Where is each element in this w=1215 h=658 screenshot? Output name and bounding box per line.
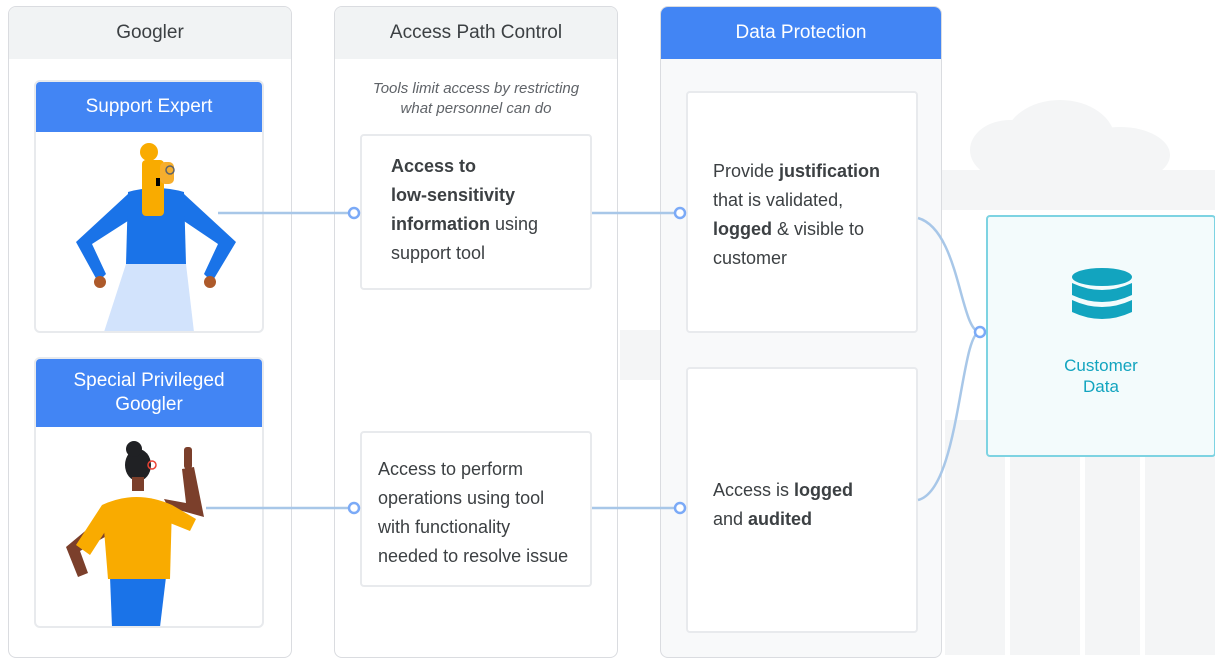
logged-audited-line1-pre: Access is xyxy=(713,480,795,500)
access-path-column-header: Access Path Control xyxy=(335,7,617,59)
operations-line4: needed to resolve issue xyxy=(378,546,569,566)
justification-line2: that is validated, xyxy=(713,190,844,210)
logged-audited-line1: Access is logged xyxy=(713,476,916,505)
access-path-note-line2: what personnel can do xyxy=(400,100,552,117)
database-icon xyxy=(1072,268,1132,319)
justification-line3-rest: & visible to xyxy=(772,219,865,239)
customer-data-line1: Customer xyxy=(1064,356,1138,375)
special-privileged-googler-title-line1: Special Privileged xyxy=(73,370,225,391)
justification-line1: Provide justification xyxy=(713,157,916,186)
low-sensitivity-line3: information using xyxy=(391,210,590,239)
justification-line1-bold: justification xyxy=(779,161,881,181)
justification-line3: logged & visible to xyxy=(713,215,916,244)
low-sensitivity-line2: low-sensitivity xyxy=(391,185,516,205)
special-privileged-googler-title: Special Privileged Googler xyxy=(36,359,262,427)
special-privileged-googler-title-line2: Googler xyxy=(115,394,183,415)
justification-line3-bold: logged xyxy=(713,219,772,239)
support-expert-title: Support Expert xyxy=(36,82,262,132)
logged-audited-line2-pre: and xyxy=(713,509,749,529)
justification-box: Provide justification that is validated,… xyxy=(686,91,918,333)
support-expert-illustration xyxy=(76,143,236,331)
operations-access-box: Access to perform operations using tool … xyxy=(360,431,592,587)
special-privileged-googler-illustration xyxy=(66,441,204,626)
data-protection-column-header: Data Protection xyxy=(661,7,941,59)
low-sensitivity-line4: support tool xyxy=(391,243,486,263)
logged-audited-box: Access is logged and audited xyxy=(686,367,918,633)
access-path-note-line1: Tools limit access by restricting xyxy=(372,80,580,97)
access-path-note: Tools limit access by restricting what p… xyxy=(335,79,617,119)
googler-column-header: Googler xyxy=(9,7,291,59)
customer-data-line2: Data xyxy=(1083,377,1119,396)
operations-line3: with functionality xyxy=(378,517,511,537)
special-privileged-googler-card: Special Privileged Googler xyxy=(34,357,264,628)
low-sensitivity-line3-rest: using xyxy=(490,214,539,234)
low-sensitivity-line1: Access to xyxy=(391,156,477,176)
support-expert-card: Support Expert xyxy=(34,80,264,333)
low-sensitivity-line3-bold: information xyxy=(391,214,490,234)
logged-audited-line2: and audited xyxy=(713,505,916,534)
low-sensitivity-access-box: Access to low-sensitivity information us… xyxy=(360,134,592,290)
justification-line4: customer xyxy=(713,248,788,268)
customer-data-box: Customer Data xyxy=(986,215,1215,457)
operations-line1: Access to perform xyxy=(378,459,524,479)
operations-line2: operations using tool xyxy=(378,488,545,508)
justification-line1-pre: Provide xyxy=(713,161,780,181)
customer-data-label: Customer Data xyxy=(988,355,1214,397)
logged-audited-line2-bold: audited xyxy=(748,509,813,529)
logged-audited-line1-bold: logged xyxy=(794,480,854,500)
